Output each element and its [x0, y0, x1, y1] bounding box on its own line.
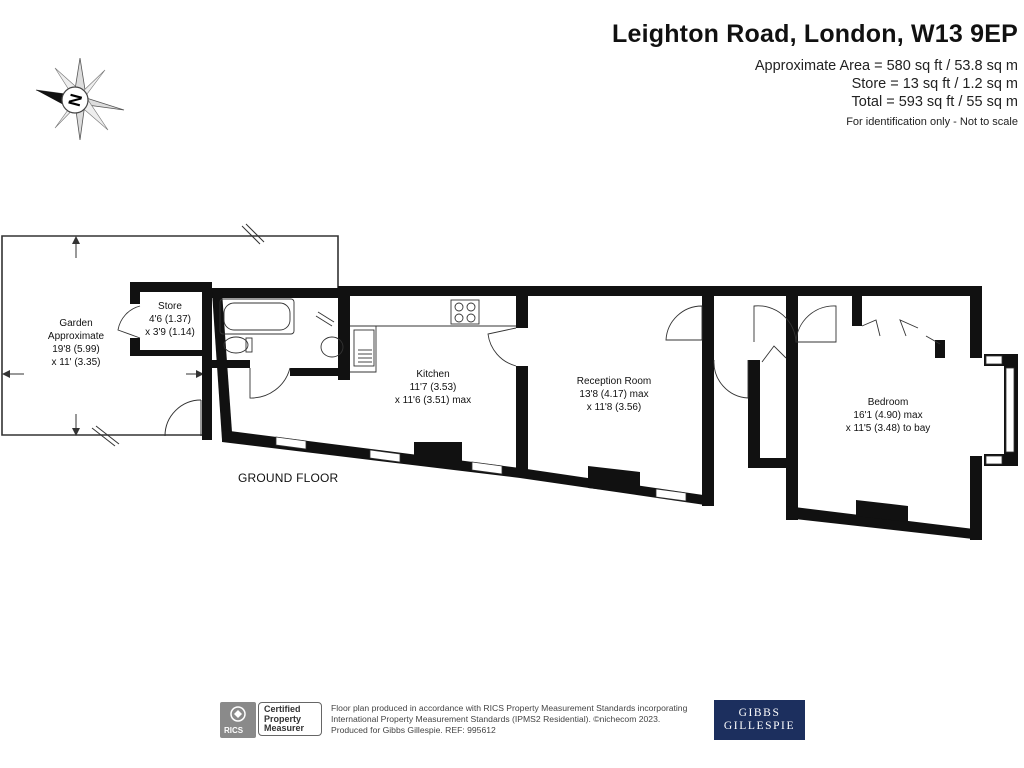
footer-line-2: International Property Measurement Stand… — [331, 714, 661, 724]
windows — [275, 355, 1015, 502]
room-labels: Garden Approximate 19'8 (5.99) x 11' (3.… — [48, 301, 930, 434]
cert-line-3: Measurer — [264, 723, 305, 733]
garden-area — [1, 223, 339, 447]
footer-disclaimer: Floor plan produced in accordance with R… — [331, 703, 711, 736]
bathroom-fittings — [219, 298, 344, 358]
garden-dim2: x 11' (3.35) — [52, 357, 101, 368]
total-area-text: Total = 593 sq ft / 55 sq m — [851, 94, 1018, 110]
scale-note: For identification only - Not to scale — [846, 116, 1018, 128]
gibbs-gillespie-logo: GIBBS GILLESPIE — [714, 700, 805, 740]
garden-dim1: 19'8 (5.99) — [52, 344, 100, 355]
approx-area-text: Approximate Area = 580 sq ft / 53.8 sq m — [754, 58, 1018, 74]
rics-crest-icon — [230, 706, 246, 722]
certified-measurer-badge: Certified Property Measurer — [258, 702, 322, 736]
compass-rose-icon: N — [35, 57, 125, 141]
bedroom-dim2: x 11'5 (3.48) to bay — [846, 423, 931, 434]
rics-logo — [220, 702, 256, 738]
kitchen-dim1: 11'7 (3.53) — [410, 382, 457, 393]
bedroom-dim1: 16'1 (4.90) max — [853, 410, 922, 421]
garden-label: Garden — [59, 318, 92, 329]
kitchen-label: Kitchen — [416, 369, 449, 380]
brand-line-1: GIBBS — [738, 707, 781, 719]
reception-dim2: x 11'8 (3.56) — [587, 402, 642, 413]
store-dim1: 4'6 (1.37) — [149, 314, 191, 325]
store-area-text: Store = 13 sq ft / 1.2 sq m — [851, 76, 1018, 92]
footer-line-3: Produced for Gibbs Gillespie. REF: 99561… — [331, 725, 496, 735]
reception-label: Reception Room — [577, 376, 651, 387]
property-title: Leighton Road, London, W13 9EP — [612, 20, 1018, 48]
cert-line-1: Certified — [264, 704, 301, 714]
footer-line-1: Floor plan produced in accordance with R… — [331, 703, 688, 713]
garden-sublabel: Approximate — [48, 331, 105, 342]
store-dim2: x 3'9 (1.14) — [145, 327, 195, 338]
cert-line-2: Property — [264, 713, 302, 724]
bedroom-label: Bedroom — [868, 397, 909, 408]
compass-letter: N — [65, 92, 87, 109]
floor-label: GROUND FLOOR — [238, 471, 339, 485]
reception-dim1: 13'8 (4.17) max — [579, 389, 648, 400]
kitchen-fittings — [350, 299, 516, 373]
door-swings — [117, 305, 941, 399]
store-label: Store — [158, 301, 182, 312]
rics-logo-text: RICS — [224, 726, 244, 735]
brand-line-2: GILLESPIE — [723, 720, 796, 732]
kitchen-dim2: x 11'6 (3.51) max — [395, 395, 471, 406]
